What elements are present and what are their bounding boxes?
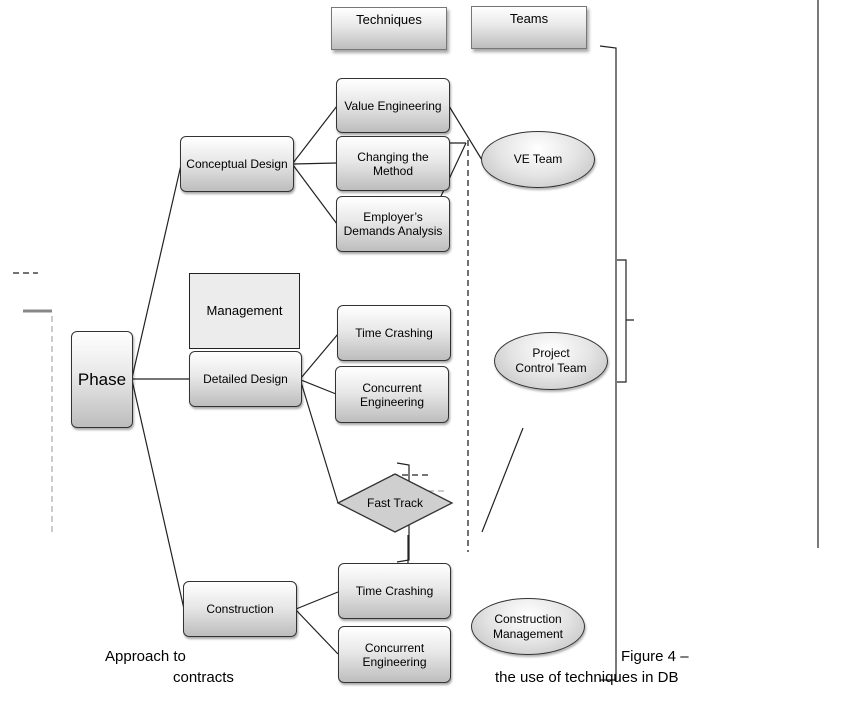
project-control-team-oval: Project Control Team: [494, 332, 608, 390]
value-engineering-box: Value Engineering: [336, 78, 450, 133]
caption-left-line1: Approach to: [105, 648, 186, 665]
conceptual-design-box: Conceptual Design: [180, 136, 294, 192]
caption-right-line2: the use of techniques in DB: [495, 669, 679, 686]
concurrent-engineering-box-1: Concurrent Engineering: [335, 366, 449, 423]
phase-box: Phase: [71, 331, 133, 428]
detailed-design-box: Detailed Design: [189, 351, 302, 407]
changing-the-method-box: Changing the Method: [336, 136, 450, 191]
fast-track-label: Fast Track: [366, 496, 423, 510]
teams-header: Teams: [471, 6, 587, 49]
fast-track-diamond: [336, 473, 454, 533]
caption-left-line2: contracts: [173, 669, 234, 686]
construction-box: Construction: [183, 581, 297, 637]
techniques-header: Techniques: [331, 7, 447, 50]
employers-demands-analysis-box: Employer’s Demands Analysis: [336, 196, 450, 252]
concurrent-engineering-box-2: Concurrent Engineering: [338, 626, 451, 683]
ve-team-oval: VE Team: [481, 131, 595, 188]
time-crashing-box-2: Time Crashing: [338, 563, 451, 619]
management-box: Management: [189, 273, 300, 349]
time-crashing-box-1: Time Crashing: [337, 305, 451, 361]
construction-management-oval: Construction Management: [471, 598, 585, 655]
caption-right-line1: Figure 4 –: [621, 648, 689, 665]
